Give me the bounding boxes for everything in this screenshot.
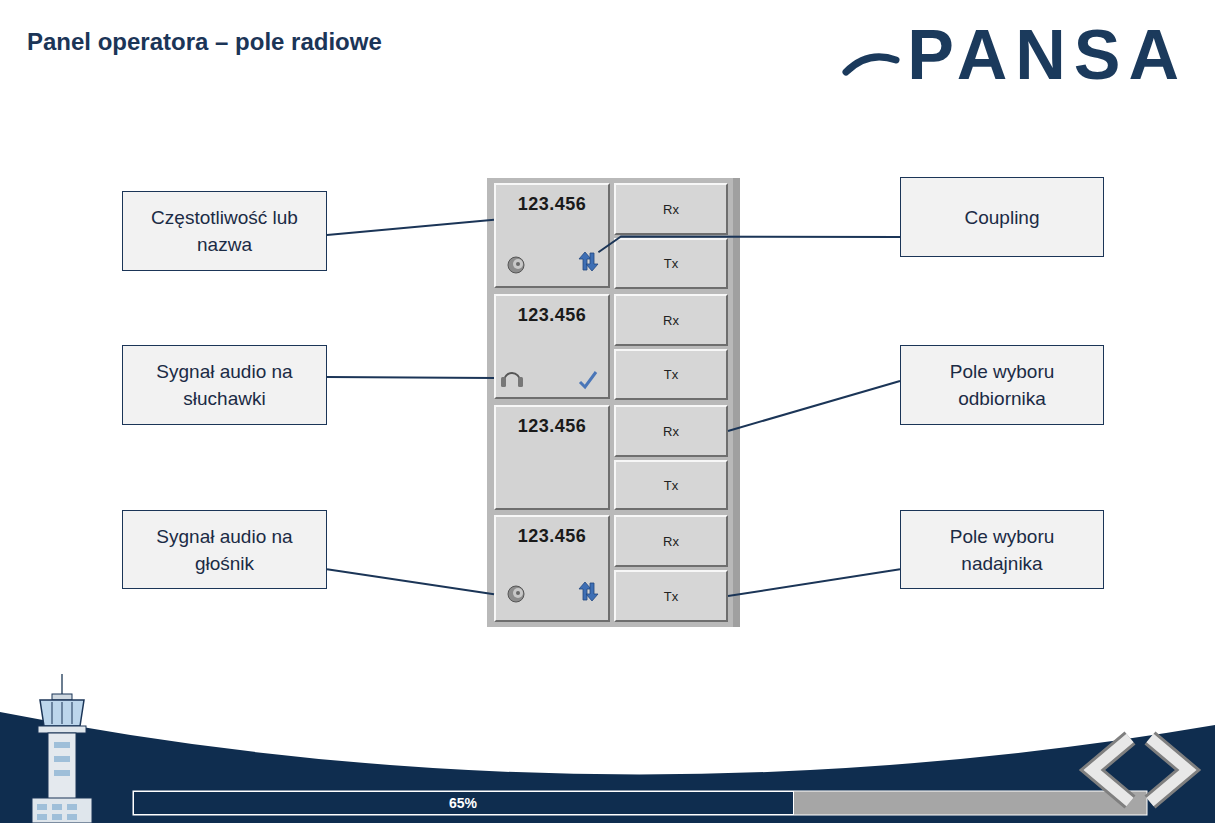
speaker-icon [508,586,524,602]
callout-text: Coupling [965,204,1040,231]
frequency-field: 123.456 [494,515,610,622]
nav-chevrons [1092,738,1188,802]
callout-text: Częstotliwość lub nazwa [133,204,316,258]
frequency-text: 123.456 [518,305,587,326]
button-label: Rx [663,313,679,328]
leader-line [598,237,900,253]
select-button: Rx [614,183,728,235]
callout-box: Sygnał audio na głośnik [122,510,327,589]
select-button: Rx [614,294,728,346]
select-button: Tx [614,460,728,510]
leader-line [728,381,900,431]
button-label: Tx [664,367,678,382]
frequency-field: 123.456 [494,294,610,399]
frequency-text: 123.456 [518,416,587,437]
button-label: Rx [663,424,679,439]
select-button: Rx [614,405,728,457]
frequency-field: 123.456 [494,183,610,288]
callout-box: Częstotliwość lub nazwa [122,191,327,271]
callout-text: Pole wyboru odbiornika [911,358,1093,412]
callout-text: Pole wyboru nadajnika [911,523,1093,577]
button-label: Tx [664,256,678,271]
callout-box: Coupling [900,177,1104,257]
slide-title: Panel operatora – pole radiowe [27,27,382,57]
panel-scroll-strip [733,178,740,627]
button-label: Rx [663,202,679,217]
progress-percent: 65% [133,791,793,815]
progress-fill [134,792,794,815]
callout-box: Sygnał audio na słuchawki [122,345,327,425]
coupling-icon [579,252,598,271]
control-tower [32,674,92,823]
panel-frame [487,178,740,627]
logo-wordmark: PANSA [907,20,1187,90]
button-label: Rx [663,534,679,549]
callout-box: Pole wyboru odbiornika [900,345,1104,425]
logo-swoosh [846,57,896,72]
headphone-icon [501,373,523,387]
frequency-field: 123.456 [494,405,610,510]
callout-box: Pole wyboru nadajnika [900,510,1104,589]
speaker-icon [508,257,524,273]
select-button: Tx [614,570,728,622]
button-label: Tx [664,478,678,493]
leader-line [327,377,494,378]
bottom-band [0,712,1215,823]
select-button: Rx [614,515,728,567]
select-button: Tx [614,238,728,289]
coupling-icon [579,582,598,601]
select-button: Tx [614,349,728,400]
leader-line [327,569,494,594]
leader-line [327,220,494,235]
check-icon [580,372,596,387]
frequency-text: 123.456 [518,526,587,547]
progress-track [133,791,1147,815]
leader-line [728,569,900,596]
callout-text: Sygnał audio na słuchawki [133,358,316,412]
callout-text: Sygnał audio na głośnik [133,523,316,577]
frequency-text: 123.456 [518,194,587,215]
button-label: Tx [664,589,678,604]
